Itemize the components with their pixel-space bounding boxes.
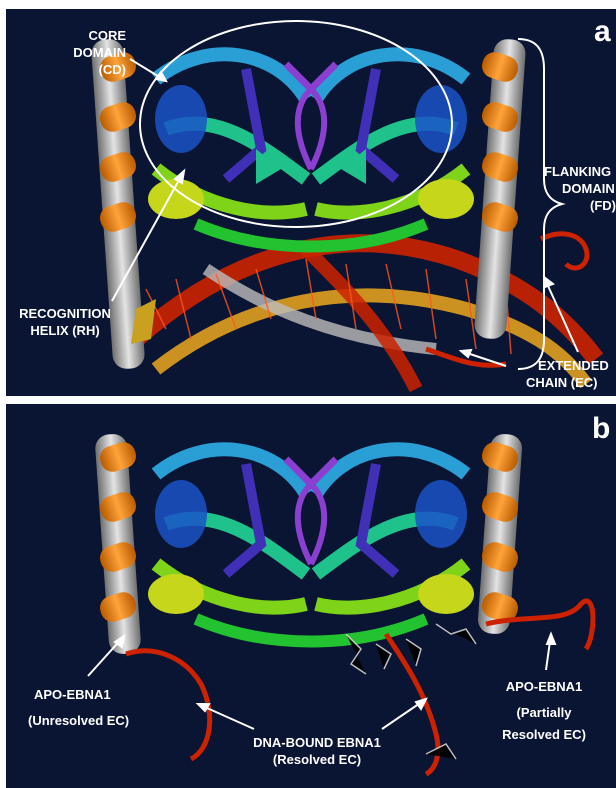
panel-b: b APO-EBNA1 (Unresolved EC) DNA-BOUND EB… xyxy=(6,404,616,788)
label-flanking-domain: FLANKING DOMAIN (FD) xyxy=(544,163,616,214)
panel-letter-a: a xyxy=(594,17,611,47)
core-domain-b xyxy=(148,449,474,641)
panel-letter-b: b xyxy=(592,414,610,444)
flanking-helix-right-b xyxy=(477,433,523,635)
panel-a: a CORE DOMAIN (CD) FLANKING DOMAIN (FD) … xyxy=(6,9,616,396)
extended-chain-dna-bound-left xyxy=(126,651,210,759)
flanking-helix-left-b xyxy=(94,433,141,655)
label-dna-bound-ebna1: DNA-BOUND EBNA1 (Resolved EC) xyxy=(232,734,402,768)
label-extended-chain: EXTENDED CHAIN (EC) xyxy=(526,357,609,391)
label-recognition-helix: RECOGNITION HELIX (RH) xyxy=(6,305,124,339)
label-apo-ebna1-right: APO-EBNA1 (Partially Resolved EC) xyxy=(484,676,604,746)
core-domain xyxy=(148,54,474,246)
extended-chain-right xyxy=(541,234,587,268)
label-apo-ebna1-left: APO-EBNA1 (Unresolved EC) xyxy=(28,682,129,734)
label-core-domain: CORE DOMAIN (CD) xyxy=(26,27,126,78)
